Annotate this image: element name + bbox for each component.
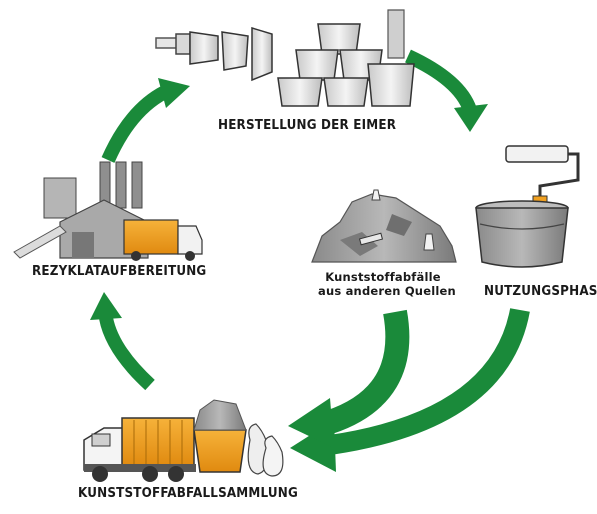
arrow-collection-to-recycling [90, 292, 155, 391]
arrow-production-to-usage [405, 49, 488, 132]
buckets-production-icon [155, 9, 415, 107]
paint-bucket-roller-icon [475, 145, 580, 268]
arrow-recycling-to-production [101, 78, 190, 163]
other-sources-line1: Kunststoffabfälle [325, 270, 441, 284]
waste-pile-icon [311, 189, 457, 263]
recycling-label: REZYKLATAUFBEREITUNG [32, 264, 207, 279]
arrow-other-sources-to-collection [288, 309, 410, 448]
collection-label: KUNSTSTOFFABFALLSAMMLUNG [78, 486, 298, 501]
other-sources-label: Kunststoffabfälle aus anderen Quellen [318, 270, 456, 298]
other-sources-line2: aus anderen Quellen [318, 284, 456, 298]
production-label: HERSTELLUNG DER EIMER [218, 118, 397, 133]
garbage-truck-container-icon [83, 399, 284, 482]
usage-label: NUTZUNGSPHASE [484, 284, 597, 299]
recycling-plant-icon [13, 161, 203, 261]
cycle-arrows [90, 49, 530, 472]
